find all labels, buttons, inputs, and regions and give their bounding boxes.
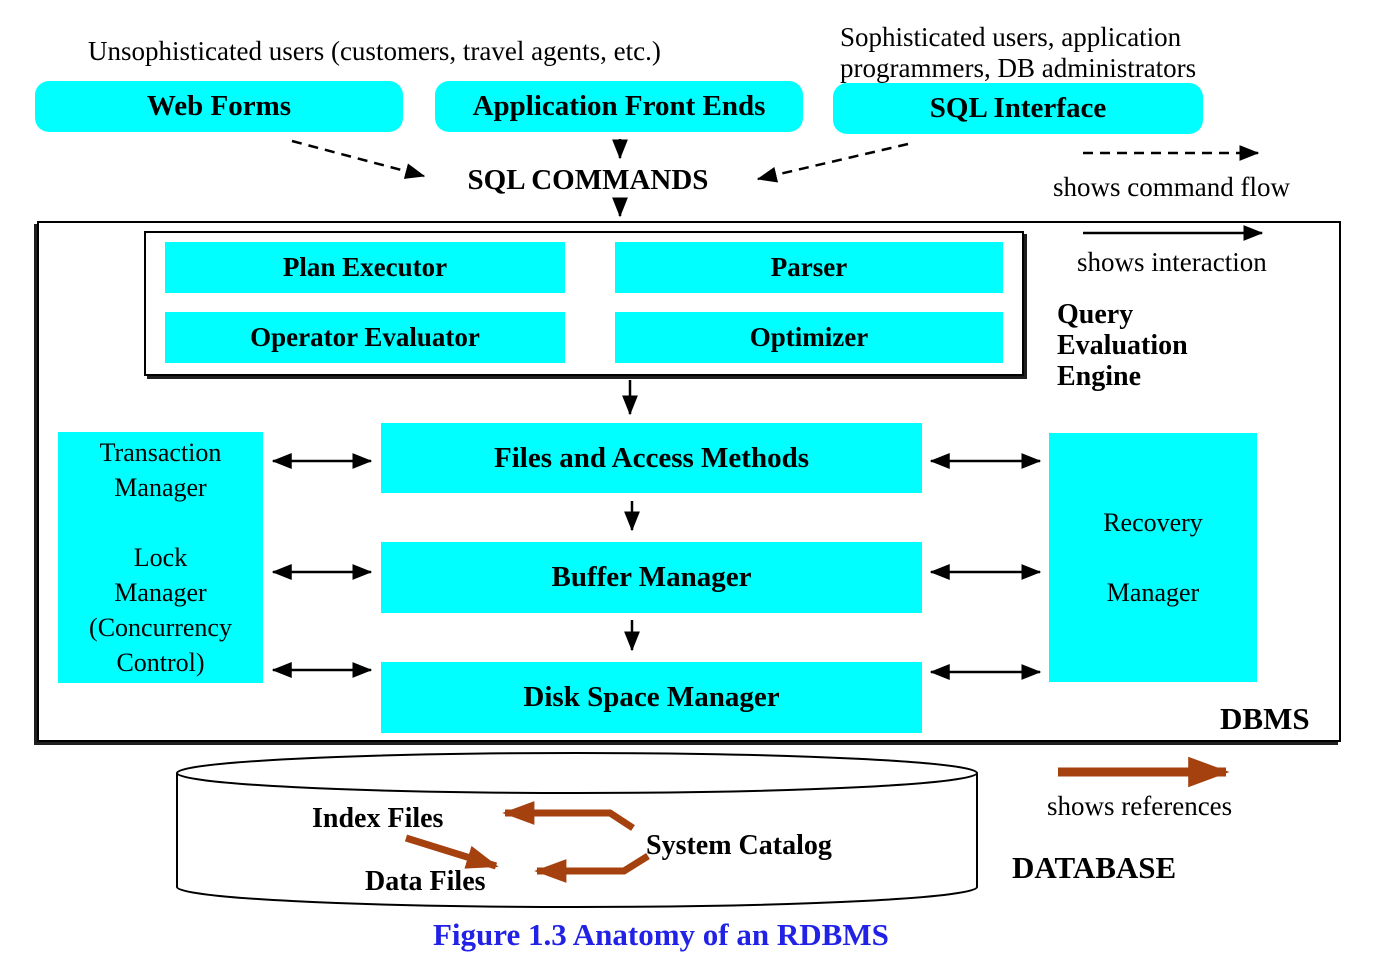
legend-references-label: shows references bbox=[1047, 791, 1233, 821]
query-evaluation-engine-frame bbox=[144, 231, 1024, 376]
operator-evaluator-box: Operator Evaluator bbox=[165, 312, 565, 363]
figure-caption: Figure 1.3 Anatomy of an RDBMS bbox=[433, 917, 889, 952]
recovery-manager-box: Recovery Manager bbox=[1049, 433, 1257, 682]
txn-line6: (Concurrency bbox=[89, 613, 232, 642]
plan-executor-box: Plan Executor bbox=[165, 242, 565, 293]
catalog-to-indexfiles-arrow bbox=[502, 801, 635, 831]
txn-line2: Manager bbox=[114, 473, 207, 502]
legend-command-flow-label: shows command flow bbox=[1053, 172, 1290, 202]
optimizer-box: Optimizer bbox=[615, 312, 1003, 363]
sql-interface-box: SQL Interface bbox=[833, 83, 1203, 134]
sophisticated-users-line2: programmers, DB administrators bbox=[840, 53, 1197, 83]
recovery-line1: Recovery bbox=[1103, 508, 1203, 537]
web-forms-box: Web Forms bbox=[35, 81, 403, 132]
database-cylinder bbox=[176, 752, 978, 908]
files-access-methods-box: Files and Access Methods bbox=[381, 423, 922, 493]
webforms-to-sql-dashed-arrow bbox=[291, 139, 426, 179]
legend-interaction-label: shows interaction bbox=[1077, 247, 1267, 277]
parser-box: Parser bbox=[615, 242, 1003, 293]
disk-space-manager-box: Disk Space Manager bbox=[381, 662, 922, 733]
recovery-line2: Manager bbox=[1106, 578, 1200, 607]
sophisticated-users-line1: Sophisticated users, application bbox=[840, 22, 1182, 52]
qee-label-line3: Engine bbox=[1057, 361, 1142, 392]
indexfiles-to-datafiles-arrow bbox=[404, 834, 499, 870]
unsophisticated-users-label: Unsophisticated users (customers, travel… bbox=[88, 36, 661, 66]
buffer-manager-box: Buffer Manager bbox=[381, 542, 922, 613]
txn-line1: Transaction bbox=[99, 438, 222, 467]
dbms-frame bbox=[37, 221, 1341, 742]
txn-line4: Lock bbox=[133, 543, 188, 572]
catalog-to-datafiles-arrow bbox=[534, 853, 650, 883]
sqlinterface-to-sql-dashed-arrow bbox=[756, 142, 909, 183]
transaction-lock-manager-box: Transaction Manager Lock Manager (Concur… bbox=[58, 432, 263, 683]
txn-line3 bbox=[89, 505, 232, 540]
qee-label-line1: Query bbox=[1057, 299, 1134, 330]
sophisticated-users-label: Sophisticated users, application program… bbox=[840, 22, 1196, 84]
database-label: DATABASE bbox=[1012, 850, 1177, 885]
application-front-ends-box: Application Front Ends bbox=[435, 81, 803, 132]
txn-line5: Manager bbox=[114, 578, 207, 607]
dbms-label: DBMS bbox=[1220, 701, 1310, 736]
data-files-label: Data Files bbox=[365, 866, 486, 897]
query-evaluation-engine-label: Query Evaluation Engine bbox=[1057, 299, 1188, 392]
qee-label-line2: Evaluation bbox=[1057, 330, 1188, 361]
sql-commands-label: SQL COMMANDS bbox=[467, 164, 709, 196]
index-files-label: Index Files bbox=[312, 803, 444, 834]
system-catalog-label: System Catalog bbox=[646, 830, 832, 861]
txn-line7: Control) bbox=[116, 648, 205, 677]
